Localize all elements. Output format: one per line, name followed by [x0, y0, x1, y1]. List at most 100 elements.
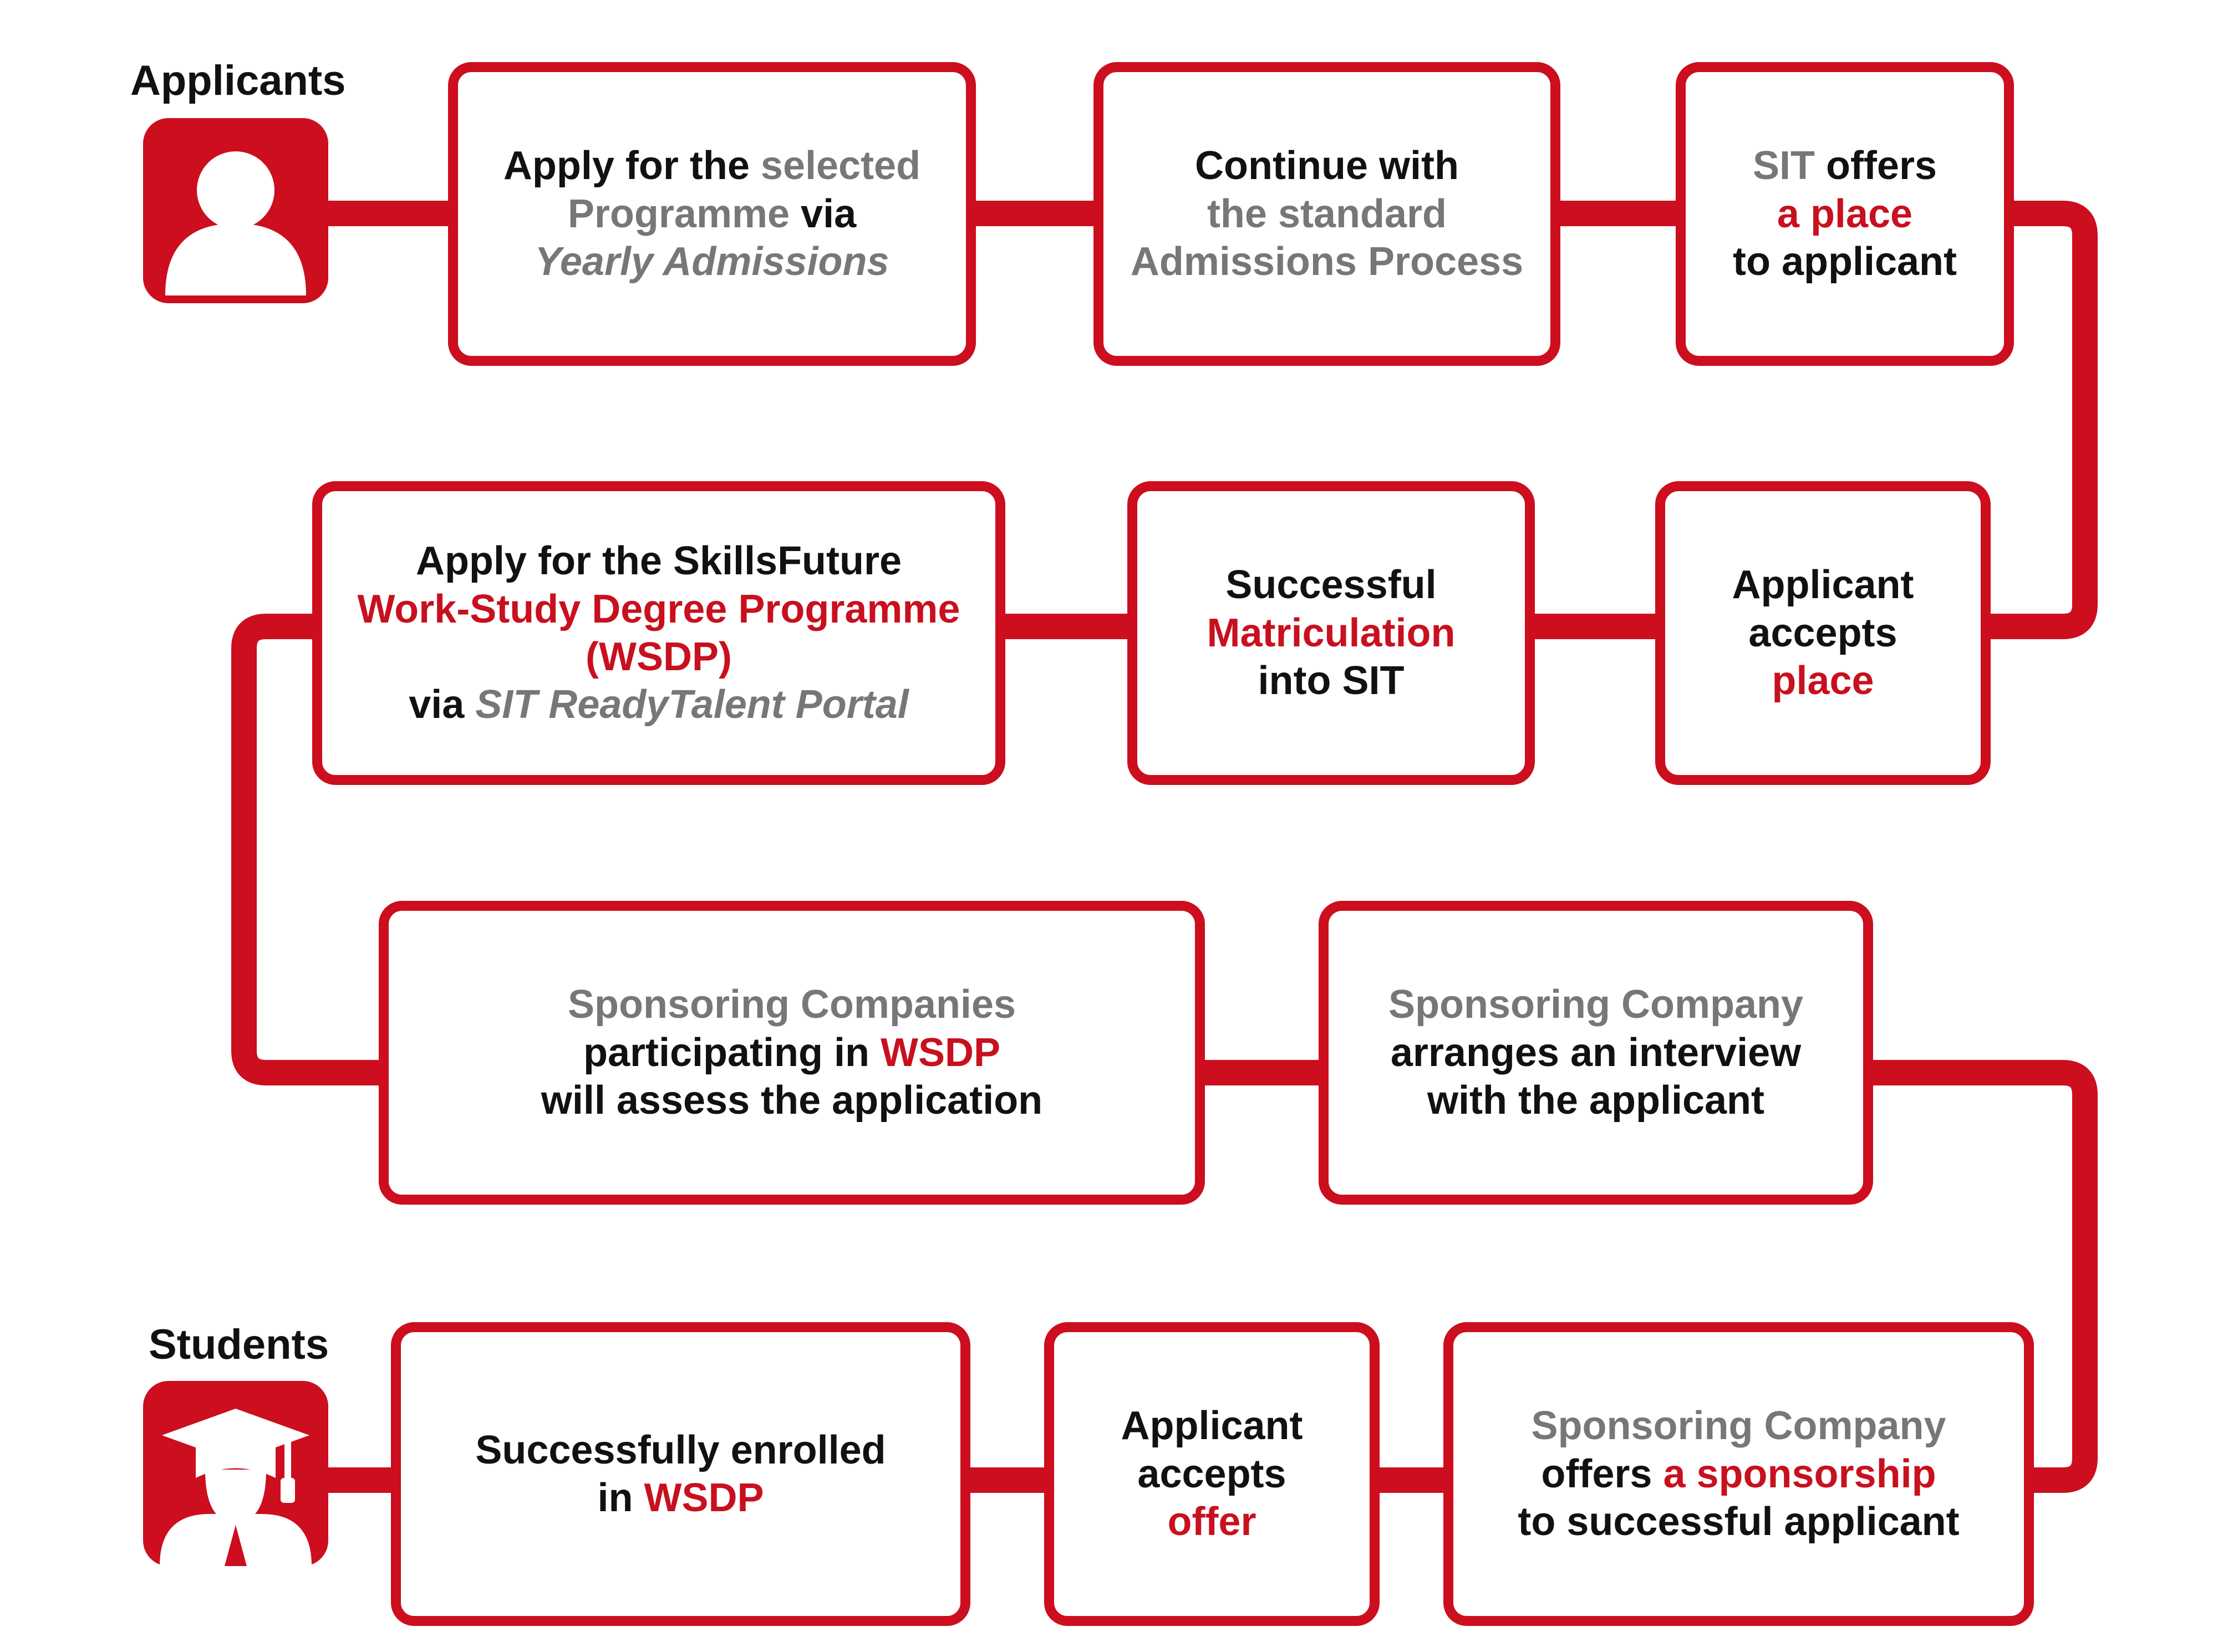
step-text-line: into SIT [1207, 657, 1455, 705]
step-text-segment: with the applicant [1427, 1078, 1765, 1123]
step-text-segment: a place [1777, 191, 1913, 236]
step-text-segment: Successfully enrolled [475, 1427, 886, 1472]
step-text-segment: in [597, 1476, 644, 1520]
connector-interview-to-sponsorship [1866, 1060, 2098, 1493]
step-text-segment: WSDP [644, 1476, 764, 1520]
step-text-line: Work-Study Degree Programme [358, 585, 960, 633]
step-text-line: a place [1733, 190, 1957, 238]
step-text-line: Apply for the selected [503, 142, 920, 190]
step-text-line: with the applicant [1388, 1077, 1803, 1124]
step-text-line: to successful applicant [1518, 1498, 1959, 1546]
connector-wsdp-to-companies [231, 614, 388, 1085]
step-text-line: arranges an interview [1388, 1029, 1803, 1077]
step-text-line: Matriculation [1207, 609, 1455, 657]
step-text-segment: Apply for the SkillsFuture [415, 539, 902, 584]
step-text-line: Sponsoring Company [1388, 981, 1803, 1028]
step-text-segment: a sponsorship [1663, 1451, 1936, 1496]
step-text-segment: Sponsoring Companies [567, 982, 1016, 1027]
step-text-line: accepts [1732, 609, 1914, 657]
applicants-label: Applicants [130, 57, 346, 104]
step-text-line: will assess the application [541, 1077, 1042, 1124]
step-text-segment: Sponsoring Company [1531, 1404, 1946, 1449]
connector-offer-to-accept [1982, 201, 2098, 639]
step-text-line: Continue with [1131, 142, 1523, 190]
step-text-segment: Continue with [1195, 144, 1459, 188]
step-text-segment: accepts [1137, 1451, 1286, 1496]
step-text-line: Successful [1207, 561, 1455, 609]
step-text-segment: to applicant [1732, 239, 1957, 284]
step-text-line: Programme via [503, 190, 920, 238]
step-text-segment: into SIT [1258, 659, 1405, 703]
step-text-segment: Successful [1225, 563, 1437, 608]
step-text-segment: Applicant [1121, 1404, 1303, 1449]
step-text-segment: Yearly Admissions [535, 239, 889, 284]
step-text-line: Applicant [1732, 561, 1914, 609]
step-text-line: to applicant [1733, 238, 1957, 285]
step-text-segment: the standard [1207, 191, 1447, 236]
step-text-segment: offer [1167, 1500, 1256, 1544]
step-text-line: Admissions Process [1131, 238, 1523, 285]
step-text-segment: to successful applicant [1518, 1500, 1960, 1544]
step-text-line: accepts [1121, 1450, 1303, 1498]
step-text-line: (WSDP) [358, 633, 960, 681]
step-text-line: Sponsoring Company [1518, 1402, 1959, 1450]
step-text-line: SIT offers [1733, 142, 1957, 190]
step-text-segment: arranges an interview [1390, 1030, 1802, 1075]
step-text-line: the standard [1131, 190, 1523, 238]
step-text-segment: SIT ReadyTalent Portal [475, 682, 909, 727]
step-text-line: offers a sponsorship [1518, 1450, 1959, 1498]
step-text-segment: selected [760, 144, 921, 188]
step-text-segment: Matriculation [1207, 610, 1456, 655]
step-text-segment: Programme [567, 191, 790, 236]
step-text-line: via SIT ReadyTalent Portal [358, 681, 960, 728]
step-text-line: Yearly Admissions [503, 238, 920, 285]
step-text-line: place [1732, 657, 1914, 705]
step-text-line: offer [1121, 1498, 1303, 1546]
step-text-line: participating in WSDP [541, 1029, 1042, 1077]
step-text-segment: Admissions Process [1130, 239, 1524, 284]
step-text-segment: place [1772, 659, 1874, 703]
step-text-line: Apply for the SkillsFuture [358, 537, 960, 585]
user-icon [143, 118, 328, 303]
graduate-icon [143, 1381, 328, 1566]
step-text-segment: via [409, 682, 476, 727]
step-text-segment: (WSDP) [586, 635, 732, 679]
step-text-segment: WSDP [881, 1030, 1000, 1075]
step-text-segment: offers [1814, 144, 1937, 188]
step-text-segment: accepts [1748, 610, 1897, 655]
step-text-segment: Sponsoring Company [1388, 982, 1804, 1027]
step-text-segment: Applicant [1732, 563, 1914, 608]
step-text-segment: Work-Study Degree Programme [357, 587, 960, 631]
step-text-segment: participating in [583, 1030, 881, 1075]
step-text-segment: will assess the application [541, 1078, 1043, 1123]
step-text-segment: offers [1541, 1451, 1664, 1496]
step-text-line: Sponsoring Companies [541, 981, 1042, 1028]
step-text-line: in WSDP [475, 1474, 886, 1522]
step-text-line: Successfully enrolled [475, 1426, 886, 1474]
students-label: Students [149, 1321, 329, 1368]
step-text-segment: SIT [1752, 144, 1815, 188]
step-text-segment: via [790, 191, 857, 236]
